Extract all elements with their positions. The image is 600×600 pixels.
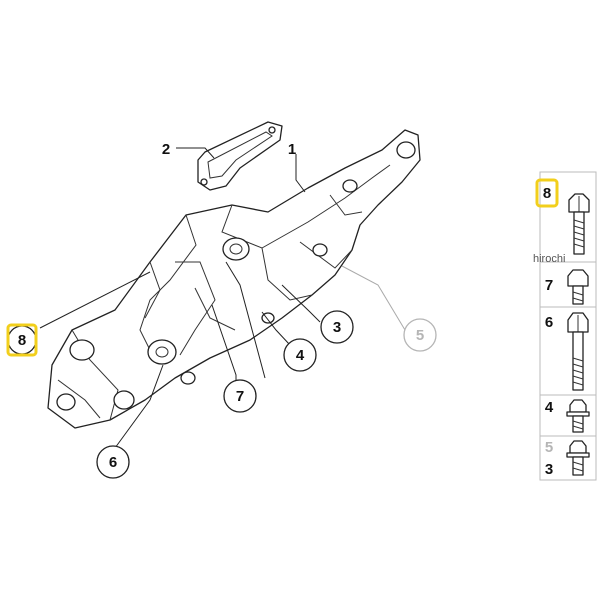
callout-8-label: 8 — [18, 332, 26, 349]
callout-5-label: 5 — [416, 327, 424, 344]
short-bolt-icon — [567, 269, 589, 305]
panel-row-4: 4 — [545, 399, 590, 433]
long-bolt-icon — [567, 312, 589, 391]
callout-3-label: 3 — [333, 319, 341, 336]
flange-bolt-icon — [566, 399, 590, 433]
panel-row-8: 8 hirochi — [533, 178, 590, 265]
callout-1: 1 — [288, 141, 296, 158]
panel-row-5-label: 5 — [545, 439, 553, 456]
watermark-text: hirochi — [533, 253, 565, 265]
callout-6: 6 — [96, 445, 130, 479]
panel-row-7-label: 7 — [545, 277, 553, 294]
callout-3: 3 — [320, 310, 354, 344]
panel-row-6-label: 6 — [545, 314, 553, 331]
callout-1-label: 1 — [288, 141, 296, 158]
panel-row-3: 3 — [545, 440, 590, 478]
panel-row-4-label: 4 — [545, 399, 554, 416]
parts-panel: 8 hirochi 7 6 — [533, 171, 597, 481]
panel-row-8-label: 8 — [543, 185, 551, 202]
engine-mount-bracket — [47, 129, 421, 429]
callout-7: 7 — [223, 379, 257, 413]
panel-row-6: 6 — [545, 312, 589, 391]
callout-4: 4 — [283, 338, 317, 372]
flange-bolt-icon — [566, 440, 590, 476]
callout-2: 2 — [162, 141, 170, 158]
panel-row-8-highlight — [535, 178, 559, 208]
leader-lines — [39, 147, 406, 449]
callout-5: 5 — [403, 318, 437, 352]
callout-2-label: 2 — [162, 141, 170, 158]
panel-row-3-label: 3 — [545, 461, 553, 478]
callout-8: 8 — [6, 323, 38, 357]
callout-4-label: 4 — [296, 347, 305, 364]
callout-6-label: 6 — [109, 454, 117, 471]
gasket-part — [197, 121, 283, 191]
callout-8-highlight — [6, 323, 38, 357]
panel-row-7: 7 — [545, 269, 589, 305]
long-bolt-icon — [568, 193, 590, 255]
callout-7-label: 7 — [236, 388, 244, 405]
panel-row-5: 5 — [545, 439, 553, 456]
